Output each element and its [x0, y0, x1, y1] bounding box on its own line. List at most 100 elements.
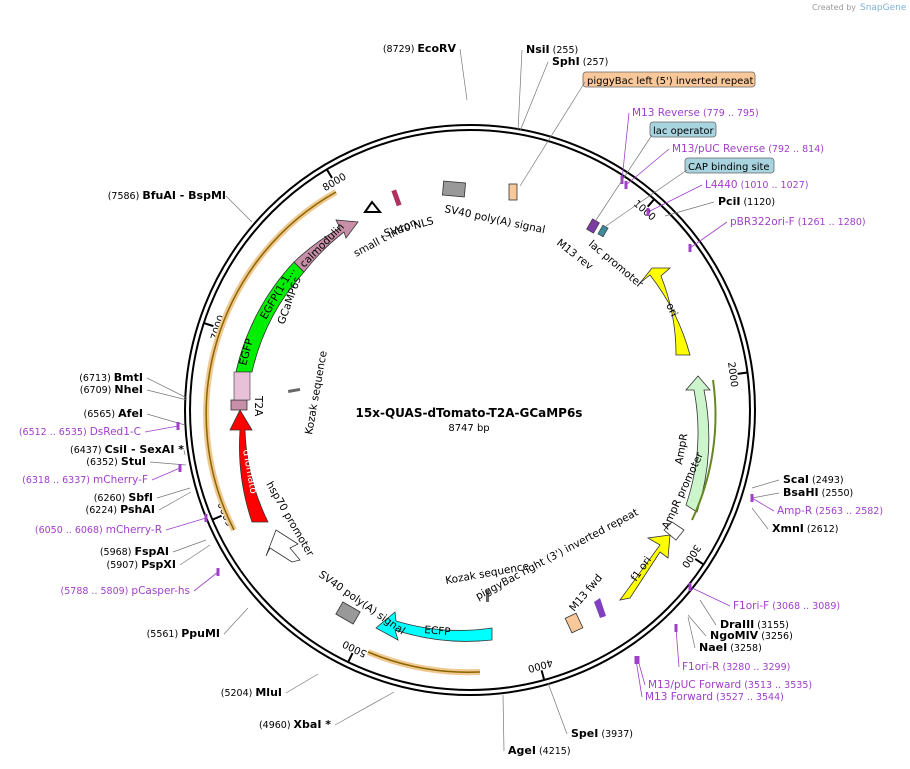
- site-label[interactable]: XmnI (2612): [772, 522, 838, 535]
- site-label[interactable]: (5968) FspAI: [100, 545, 169, 558]
- site-label[interactable]: NgoMIV (3256): [710, 629, 793, 642]
- site-label[interactable]: (6709) NheI: [80, 383, 143, 396]
- site-leader-line: [751, 507, 769, 530]
- ori-arrow[interactable]: [639, 267, 691, 356]
- site-label[interactable]: PciI (1120): [718, 195, 775, 208]
- primer-label[interactable]: pBR322ori-F (1261 .. 1280): [730, 216, 866, 228]
- primer-leader-line: [165, 517, 207, 531]
- primer-leader-line: [689, 586, 731, 607]
- dtomato-arrow[interactable]: [229, 409, 269, 523]
- site-label[interactable]: NaeI (3258): [699, 641, 762, 654]
- plasmid-length: 8747 bp: [448, 423, 489, 434]
- piggybac-right-box[interactable]: [564, 612, 584, 634]
- site-label[interactable]: ScaI (2493): [783, 473, 844, 486]
- primer-label[interactable]: (6318 .. 6337) mCherry-F: [22, 474, 148, 486]
- feature-label-sv40-polya-bottom: SV40 poly(A) signal: [316, 569, 407, 638]
- site-label[interactable]: AgeI (4215): [508, 744, 571, 757]
- site-label[interactable]: BsaHI (2550): [783, 486, 853, 499]
- hsp70-promoter-arrow[interactable]: [265, 529, 301, 563]
- piggybac-left-box[interactable]: [508, 183, 518, 201]
- site-label[interactable]: (5561) PpuMI: [147, 627, 220, 640]
- ruler-tick: [211, 514, 222, 521]
- primer-label[interactable]: L4440 (1010 .. 1027): [705, 179, 808, 191]
- ampr-promoter-arrow[interactable]: [663, 521, 685, 541]
- site-label[interactable]: (6352) StuI: [86, 455, 146, 468]
- feature-label-piggybac-right: piggyBac right (3') inverted repeat: [474, 506, 641, 602]
- ruler-label: 5000: [341, 638, 369, 659]
- primer-label[interactable]: (5788 .. 5809) pCasper-hs: [61, 585, 190, 597]
- piggybac-left-leader: [519, 81, 586, 187]
- primer-leader-line: [637, 659, 646, 686]
- site-label[interactable]: (6437) CsiI - SexAI *: [70, 443, 184, 456]
- site-leader-line: [146, 389, 188, 401]
- site-labels: (8729) EcoRV NsiI (255)SphI (257) PciI (11…: [19, 42, 883, 757]
- boxed-labels: piggyBac left (5') inverted repeat lac o…: [582, 71, 775, 174]
- calmodulin-arrow[interactable]: [293, 219, 359, 273]
- primer-marker: [688, 583, 692, 591]
- cap-binding-site-label-box[interactable]: [684, 157, 775, 174]
- primer-leader-line: [751, 497, 775, 512]
- primer-leader-line: [151, 467, 181, 481]
- ruler-tick: [540, 670, 546, 681]
- feature-label-t2a: T2A: [252, 395, 264, 417]
- t2a-box[interactable]: [230, 399, 248, 411]
- site-leader-line: [146, 377, 188, 399]
- primer-label[interactable]: M13/pUC Forward (3513 .. 3535): [648, 679, 812, 691]
- primer-label[interactable]: M13 Forward (3527 .. 3544): [645, 691, 784, 703]
- piggybac-left-label: piggyBac left (5') inverted repeat: [587, 76, 753, 87]
- primer-label[interactable]: (6512 .. 6535) DsRed1-C: [19, 426, 141, 438]
- primer-label[interactable]: (6050 .. 6068) mCherry-R: [35, 524, 162, 536]
- lac-operator-label-box[interactable]: [649, 121, 717, 138]
- site-leader-line: [751, 479, 780, 489]
- primer-leader-line: [675, 627, 680, 668]
- ecfp-arrow[interactable]: [375, 611, 493, 642]
- sv40-polya-top-box[interactable]: [441, 180, 467, 198]
- ruler-tick: [694, 558, 705, 566]
- sv40-polya-bottom-box[interactable]: [335, 601, 361, 625]
- primer-label[interactable]: F1ori-R (3280 .. 3299): [682, 661, 790, 673]
- primer-leader-line: [144, 425, 179, 433]
- site-label[interactable]: (7586) BfuAI - BspMI: [108, 189, 226, 202]
- site-label[interactable]: SphI (257): [552, 55, 608, 68]
- feature-label-kozak-top: Kozak sequence: [303, 350, 330, 436]
- primer-label[interactable]: M13 Reverse (779 .. 795): [632, 107, 759, 119]
- primer-marker: [624, 181, 628, 189]
- piggybac-left-label-box[interactable]: [582, 71, 756, 88]
- primer-leader-line: [621, 112, 630, 181]
- site-label[interactable]: DraIII (3155): [720, 618, 789, 631]
- kozak-marker-bottom: [486, 590, 489, 602]
- site-label[interactable]: (8729) EcoRV: [383, 42, 457, 55]
- ruler-tick: [347, 652, 354, 663]
- primer-label[interactable]: F1ori-F (3068 .. 3089): [733, 600, 840, 612]
- site-label[interactable]: (6565) AfeI: [84, 407, 143, 420]
- site-label[interactable]: (4960) XbaI *: [259, 718, 331, 731]
- kozak-marker-top: [287, 387, 301, 394]
- f1-ori-arrow[interactable]: [619, 534, 671, 601]
- primer-marker: [216, 568, 220, 576]
- site-label[interactable]: SpeI (3937): [571, 727, 633, 740]
- feature-label-lac-promoter: lac promoter: [586, 238, 646, 291]
- site-leader-line: [687, 614, 707, 637]
- primer-label[interactable]: Amp-R (2563 .. 2582): [777, 505, 883, 517]
- site-leader-line: [687, 616, 696, 649]
- site-label[interactable]: (5907) PspXI: [107, 558, 176, 571]
- site-leader-line: [334, 691, 395, 726]
- orange-arc-bottom: [366, 649, 481, 676]
- site-label[interactable]: (6224) PshAI: [86, 503, 155, 516]
- primer-label[interactable]: M13/pUC Reverse (792 .. 814): [672, 143, 824, 155]
- site-label[interactable]: (5204) MluI: [221, 686, 282, 699]
- primer-marker: [178, 464, 182, 472]
- site-label[interactable]: NsiI (255): [526, 43, 578, 56]
- ampr-arrow[interactable]: [685, 375, 711, 513]
- feature-label-calmodulin: calmodulin: [298, 221, 347, 270]
- site-leader-line: [547, 682, 568, 735]
- primer-leader-line: [647, 184, 703, 213]
- site-label[interactable]: (6713) BmtI: [79, 371, 143, 384]
- small-t-intron-marker: [363, 200, 383, 213]
- primer-marker: [636, 656, 640, 664]
- lac-operator-label: lac operator: [653, 126, 714, 137]
- orange-arc-bottom-line: [367, 651, 481, 673]
- primer-marker: [674, 624, 678, 632]
- primer-marker: [176, 422, 180, 430]
- site-label[interactable]: (6260) SbfI: [94, 491, 153, 504]
